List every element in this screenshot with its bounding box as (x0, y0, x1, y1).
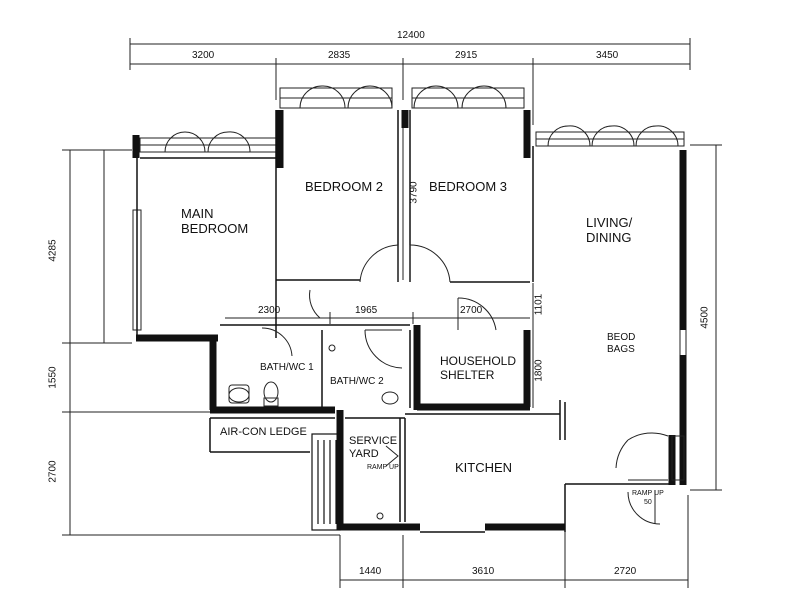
room-bedroom-3: BEDROOM 3 (429, 179, 508, 194)
room-bath-wc-2: BATH/WC 2 (330, 376, 384, 387)
room-main-bedroom: MAIN BEDROOM (181, 206, 249, 237)
room-living-dining-line2: DINING (586, 229, 632, 245)
ramp-up-entry-value: 50 (644, 499, 652, 506)
room-service-yard: SERVICE YARD (349, 435, 397, 460)
room-service-yard-line1: SERVICE (349, 435, 398, 447)
bomb-bags-label: BEOD BAGS (607, 332, 635, 355)
room-service-yard-line2: YARD (349, 447, 379, 460)
dim-corridor-2: 1800 (533, 359, 545, 382)
dim-bottom-2: 3610 (472, 566, 495, 577)
fixtures (228, 344, 399, 520)
room-household-shelter-line1: HOUSEHOLD (440, 354, 517, 368)
dim-top-3: 2915 (455, 50, 478, 61)
dim-left-2: 1550 (47, 366, 59, 389)
ramp-up-entry-label: RAMP UP (632, 490, 664, 497)
ramp-up-yard-label: RAMP UP (367, 464, 399, 471)
dim-bedroom-3-wall: 3790 (408, 181, 420, 204)
dim-inner-2: 1965 (355, 305, 378, 316)
dim-bottom-3: 2720 (614, 566, 637, 577)
dim-corridor-1: 1101 (533, 293, 545, 316)
bomb-bags-line1: BEOD (607, 332, 636, 343)
room-kitchen: KITCHEN (455, 460, 513, 475)
dim-top-2: 2835 (328, 50, 351, 61)
room-bath-wc-1: BATH/WC 1 (260, 362, 314, 373)
room-household-shelter-line2: SHELTER (440, 367, 495, 382)
doors (261, 244, 669, 525)
dim-top-1: 3200 (192, 50, 215, 61)
dim-left-1: 4285 (47, 239, 59, 262)
dim-inner-1: 2300 (258, 305, 281, 316)
bomb-bags-line2: BAGS (607, 343, 635, 355)
dim-overall-width: 12400 (397, 30, 425, 41)
dim-top-4: 3450 (596, 50, 619, 61)
misc-marks (671, 330, 687, 481)
room-bedroom-2: BEDROOM 2 (305, 179, 384, 194)
room-main-bedroom-line2: BEDROOM (181, 220, 249, 236)
dim-bottom-1: 1440 (359, 566, 382, 577)
room-living-dining: LIVING/ DINING (586, 215, 633, 246)
room-main-bedroom-line1: MAIN (181, 206, 214, 221)
dimension-lines (62, 38, 722, 588)
room-living-dining-line1: LIVING/ (586, 215, 633, 230)
window-swings (164, 85, 679, 153)
room-household-shelter: HOUSEHOLD SHELTER (440, 354, 517, 383)
room-aircon-ledge: AIR-CON LEDGE (220, 426, 307, 438)
walls (132, 110, 687, 533)
dim-left-3: 2700 (47, 460, 59, 483)
dim-inner-3: 2700 (460, 305, 483, 316)
dim-right: 4500 (699, 306, 711, 329)
